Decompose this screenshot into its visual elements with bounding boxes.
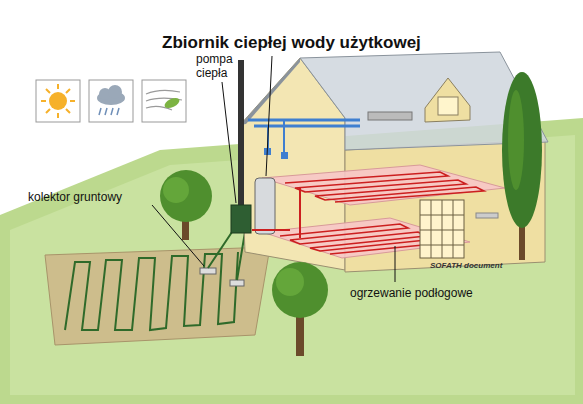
heat-pump — [231, 205, 251, 233]
cypress — [502, 72, 542, 260]
watermark: SOFATH document — [430, 261, 502, 270]
dormer — [425, 78, 470, 122]
tree — [160, 170, 212, 240]
tree — [272, 262, 328, 356]
manifold — [230, 280, 244, 286]
title: Zbiornik ciepłej wody użytkowej — [162, 33, 421, 53]
heating-loop — [285, 172, 484, 202]
collector-field — [45, 247, 270, 345]
leader-line — [395, 246, 396, 282]
leader-line — [152, 205, 204, 266]
heating-feed — [299, 188, 301, 238]
door — [420, 200, 464, 258]
collector-label: kolektor gruntowy — [28, 190, 122, 204]
manifold — [200, 268, 216, 274]
radiator — [476, 213, 498, 218]
floor-heating-label: ogrzewanie podłogowe — [350, 286, 473, 300]
door-grid — [420, 200, 464, 258]
flue — [238, 60, 244, 210]
heating-loop — [280, 224, 444, 254]
water-pipe — [248, 120, 360, 126]
heat-pump-label: pompa ciepła — [196, 52, 240, 80]
water-tank — [255, 178, 275, 234]
water-pipe — [268, 120, 284, 152]
sun-icon — [36, 80, 80, 122]
leader-line — [222, 82, 236, 203]
heating-feed — [252, 229, 290, 231]
roof-vent — [368, 112, 412, 120]
rain-icon — [89, 80, 133, 122]
upper-floor — [262, 165, 505, 205]
dormer-window — [438, 97, 458, 115]
leader-line — [266, 56, 272, 176]
wind-icon — [142, 80, 186, 122]
feed-pipe — [208, 232, 245, 280]
tap — [281, 152, 288, 159]
